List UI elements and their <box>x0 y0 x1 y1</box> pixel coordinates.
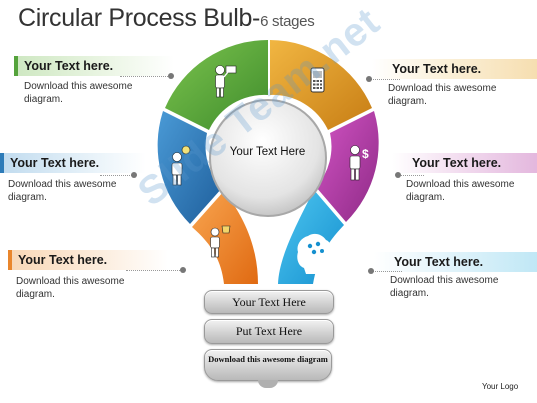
segment-orange <box>192 191 258 284</box>
right-item-3-dot <box>368 268 374 274</box>
right-item-2-description: Download this awesome diagram. <box>406 179 515 203</box>
left-item-3-dot <box>180 267 186 273</box>
left-item-1-connector <box>120 76 170 77</box>
lightbulb-person-icon <box>171 145 191 186</box>
base-capsule-1: Your Text Here <box>204 290 334 314</box>
right-item-2-heading: Your Text here. <box>392 153 537 173</box>
brain-head-icon <box>297 233 331 274</box>
left-item-1-dot <box>168 73 174 79</box>
left-item-2-connector <box>100 175 134 176</box>
left-item-3-description: Download this awesome diagram. <box>16 276 125 300</box>
left-item-3-heading: Your Text here. <box>8 250 168 270</box>
right-item-3-heading: Your Text here. <box>374 252 537 272</box>
left-item-2-description: Download this awesome diagram. <box>8 179 117 203</box>
center-label: Your Text Here <box>229 146 306 158</box>
mobile-phone-icon <box>310 67 325 93</box>
right-item-1-connector <box>370 79 400 80</box>
right-item-3-description: Download this awesome diagram. <box>390 275 499 299</box>
right-item-2-connector <box>398 175 424 176</box>
right-item-1-dot <box>366 76 372 82</box>
segment-purple <box>316 111 379 222</box>
businessman-dollar-icon: $ <box>349 145 369 181</box>
left-item-1-heading: Your Text here. <box>14 56 174 76</box>
title-main: Circular Process Bulb- <box>18 4 261 32</box>
center-circle <box>209 99 327 217</box>
left-item-2-dot <box>131 172 137 178</box>
right-item-2-dot <box>395 172 401 178</box>
right-item-3-connector <box>372 271 402 272</box>
svg-text:$: $ <box>362 147 369 161</box>
page-title: Circular Process Bulb-6 stages <box>18 4 315 33</box>
left-item-2-heading: Your Text here. <box>0 153 146 173</box>
presenter-icon <box>215 65 237 98</box>
right-item-1-description: Download this awesome diagram. <box>388 83 497 107</box>
title-subtitle: 6 stages <box>260 13 315 30</box>
bulb-tip <box>258 380 278 388</box>
left-item-1-description: Download this awesome diagram. <box>24 81 133 105</box>
segment-blue <box>157 111 222 224</box>
base-capsule-2: Put Text Here <box>204 319 334 344</box>
trophy-person-icon <box>210 225 231 258</box>
left-item-3-connector <box>126 270 182 271</box>
right-item-1-heading: Your Text here. <box>372 59 537 79</box>
logo-text: Your Logo <box>482 382 519 391</box>
base-capsule-3: Download this awesome diagram <box>204 349 332 381</box>
